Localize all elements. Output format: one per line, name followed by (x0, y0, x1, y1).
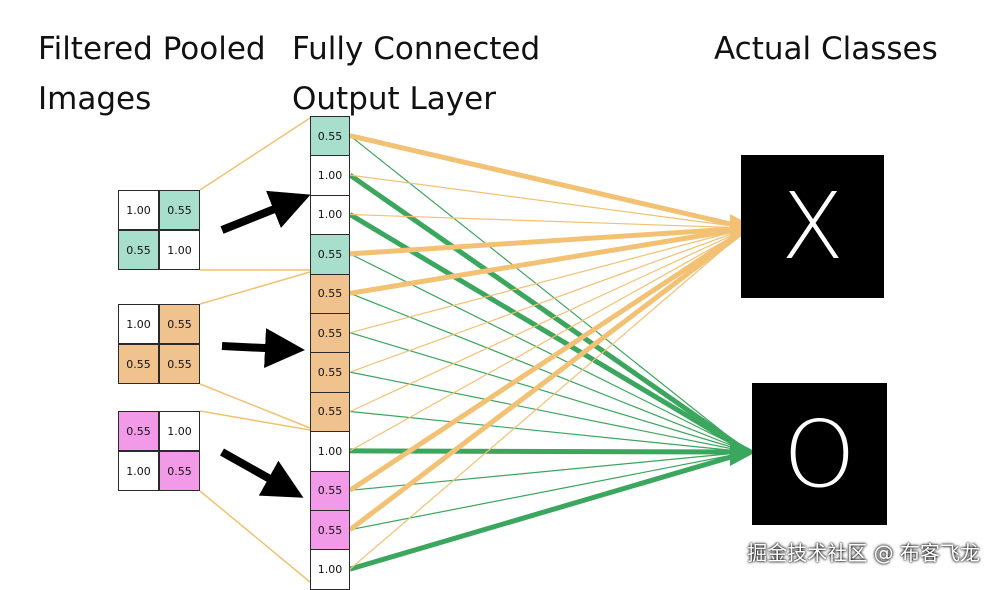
connection-to-o (349, 135, 749, 453)
watermark: 掘金技术社区 @ 布客飞龙 (747, 541, 980, 565)
class-o-box: O (752, 383, 887, 525)
pooled-cell: 1.00 (159, 411, 200, 451)
pooled-cell: 0.55 (118, 411, 159, 451)
guide-line (199, 117, 311, 191)
fc-heading-line2: Output Layer (292, 81, 496, 117)
fc-vector-cell: 1.00 (310, 431, 350, 472)
fc-vector-cell: 0.55 (310, 352, 350, 393)
pooled-cell: 1.00 (118, 451, 159, 491)
connection-to-x (349, 227, 749, 373)
arrow-right (221, 328, 305, 369)
connection-to-o (349, 451, 749, 531)
fc-vector-cell: 0.55 (310, 313, 350, 354)
guide-line (199, 383, 311, 429)
connection-to-x (349, 225, 749, 257)
classes-heading: Actual Classes (714, 31, 938, 67)
connection-to-o (348, 212, 750, 455)
connection-to-x (348, 225, 750, 493)
pooled-cell: 0.55 (159, 344, 200, 384)
connection-to-o (349, 410, 749, 453)
pooled-heading-line1: Filtered Pooled (38, 31, 266, 67)
fc-vector-cell: 0.55 (310, 234, 350, 275)
connection-to-x (349, 227, 749, 413)
connection-to-x (349, 227, 749, 570)
pooled-cell: 0.55 (159, 451, 200, 491)
arrow-down-right (220, 448, 304, 498)
pooled-cell: 0.55 (118, 230, 159, 270)
fc-vector-cell: 1.00 (310, 155, 350, 196)
arrow-up-right (220, 190, 311, 234)
connection-to-x (349, 227, 749, 334)
fc-vector-cell: 0.55 (310, 273, 350, 314)
pooled-heading-line2: Images (38, 81, 152, 117)
connection-to-o (349, 253, 749, 453)
guide-line (199, 490, 311, 583)
pooled-cell: 1.00 (159, 230, 200, 270)
connection-to-o (349, 332, 749, 453)
class-x-box: X (741, 155, 884, 298)
connection-to-o (349, 448, 749, 455)
connection-to-x (348, 226, 750, 532)
connection-to-x (349, 227, 749, 452)
pooled-cell: 0.55 (159, 190, 200, 230)
connection-to-x (349, 213, 749, 229)
fc-vector-cell: 0.55 (310, 470, 350, 511)
pooled-cell: 0.55 (118, 344, 159, 384)
fc-vector-cell: 0.55 (310, 510, 350, 551)
connection-to-x (349, 225, 749, 296)
guide-line (199, 271, 311, 305)
connection-to-x (349, 133, 749, 231)
arrowhead-o (730, 438, 756, 466)
fc-vector-cell: 1.00 (310, 549, 350, 590)
pooled-cell: 1.00 (118, 304, 159, 344)
connection-to-o (348, 173, 750, 455)
connection-to-o (349, 371, 749, 453)
pooled-cell: 1.00 (118, 190, 159, 230)
class-o-label: O (783, 400, 856, 508)
fc-vector-cell: 0.55 (310, 116, 350, 157)
connection-to-x (349, 174, 749, 229)
guide-line (199, 410, 311, 431)
fc-heading-line1: Fully Connected (292, 31, 541, 67)
connection-to-o (349, 449, 749, 572)
fc-vector-cell: 0.55 (310, 391, 350, 433)
fc-vector-cell: 1.00 (310, 194, 350, 236)
pooled-cell: 0.55 (159, 304, 200, 344)
connection-to-o (349, 292, 749, 453)
class-x-label: X (780, 173, 845, 280)
connection-to-o (349, 451, 749, 491)
